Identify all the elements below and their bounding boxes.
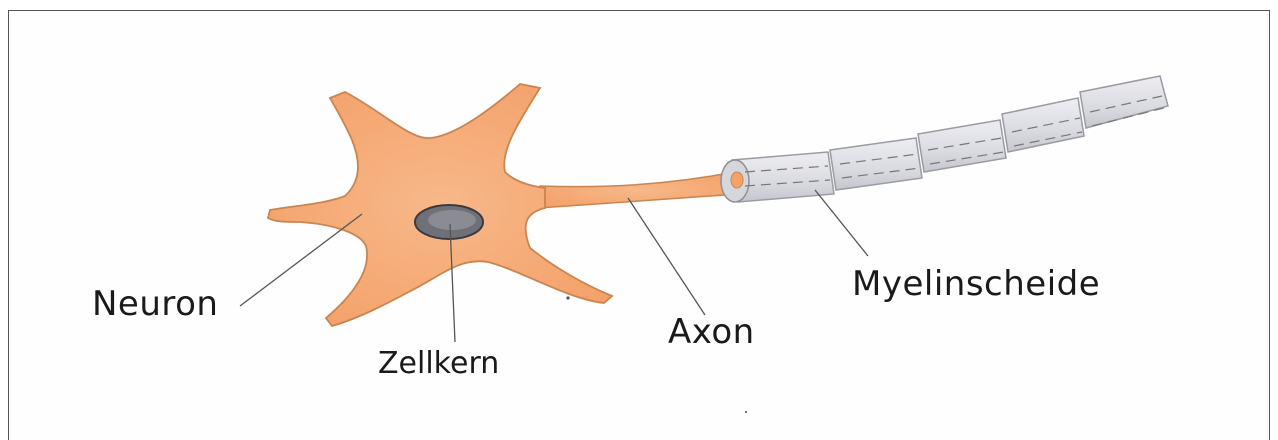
label-axon: Axon bbox=[668, 312, 755, 352]
axon-shaft bbox=[538, 172, 738, 208]
leader-line-axon bbox=[628, 198, 705, 315]
myelin-segment bbox=[1002, 98, 1084, 152]
label-neuron: Neuron bbox=[92, 284, 218, 324]
myelin-segment bbox=[1080, 76, 1168, 128]
leader-line-neuron bbox=[240, 214, 362, 306]
leader-line-myelin bbox=[815, 190, 868, 256]
label-nucleus: Zellkern bbox=[378, 346, 499, 381]
myelin-sheath bbox=[721, 76, 1168, 202]
label-myelin-sheath: Myelinscheide bbox=[852, 264, 1100, 304]
